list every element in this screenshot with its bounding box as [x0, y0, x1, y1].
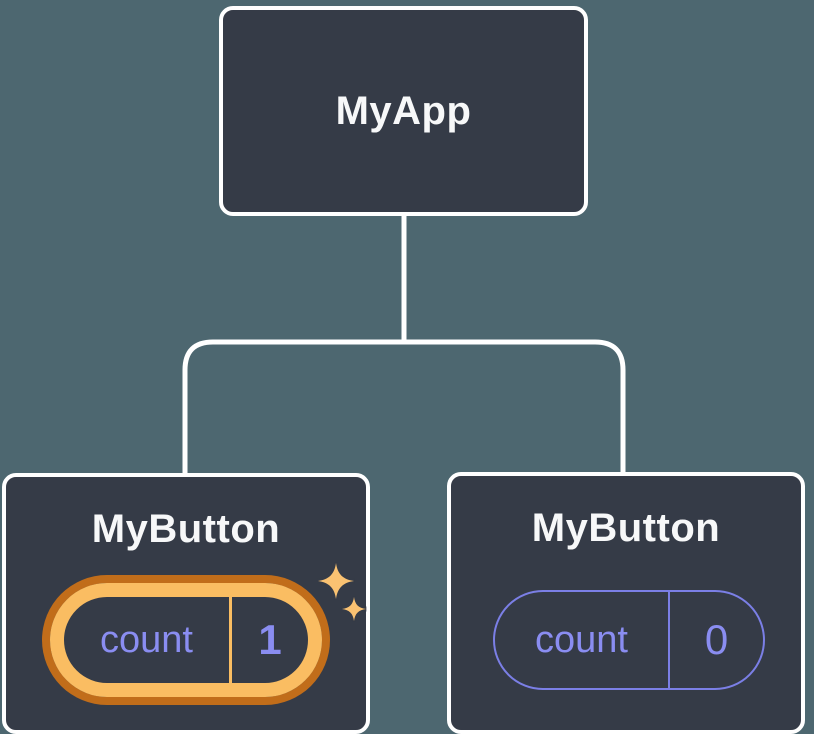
state-key-label: count	[100, 619, 193, 661]
state-value: 1	[258, 616, 282, 663]
sparkle-small-star	[341, 596, 367, 622]
node-title: MyApp	[335, 89, 472, 133]
node-mybutton-left: MyButton count 1	[2, 473, 370, 734]
state-key-cell: count	[495, 592, 668, 688]
state-value: 0	[704, 616, 729, 663]
node-title: MyButton	[91, 507, 281, 551]
node-title: MyButton	[531, 506, 721, 550]
node-mybutton-right: MyButton count 0	[447, 472, 805, 734]
state-pill-divider	[229, 597, 232, 683]
state-pill-highlighted: count 1	[50, 583, 322, 697]
state-value-cell: 0	[670, 592, 763, 688]
state-key-cell: count	[64, 597, 229, 683]
state-value-cell: 1	[232, 597, 308, 683]
state-pill-divider	[668, 592, 670, 688]
state-pill: count 0	[493, 590, 765, 690]
sparkle-icon	[317, 562, 367, 622]
root-to-children-connector	[182, 212, 626, 476]
state-key-label: count	[535, 619, 628, 661]
sparkle-large-star	[317, 562, 355, 600]
node-myapp: MyApp	[219, 6, 588, 216]
